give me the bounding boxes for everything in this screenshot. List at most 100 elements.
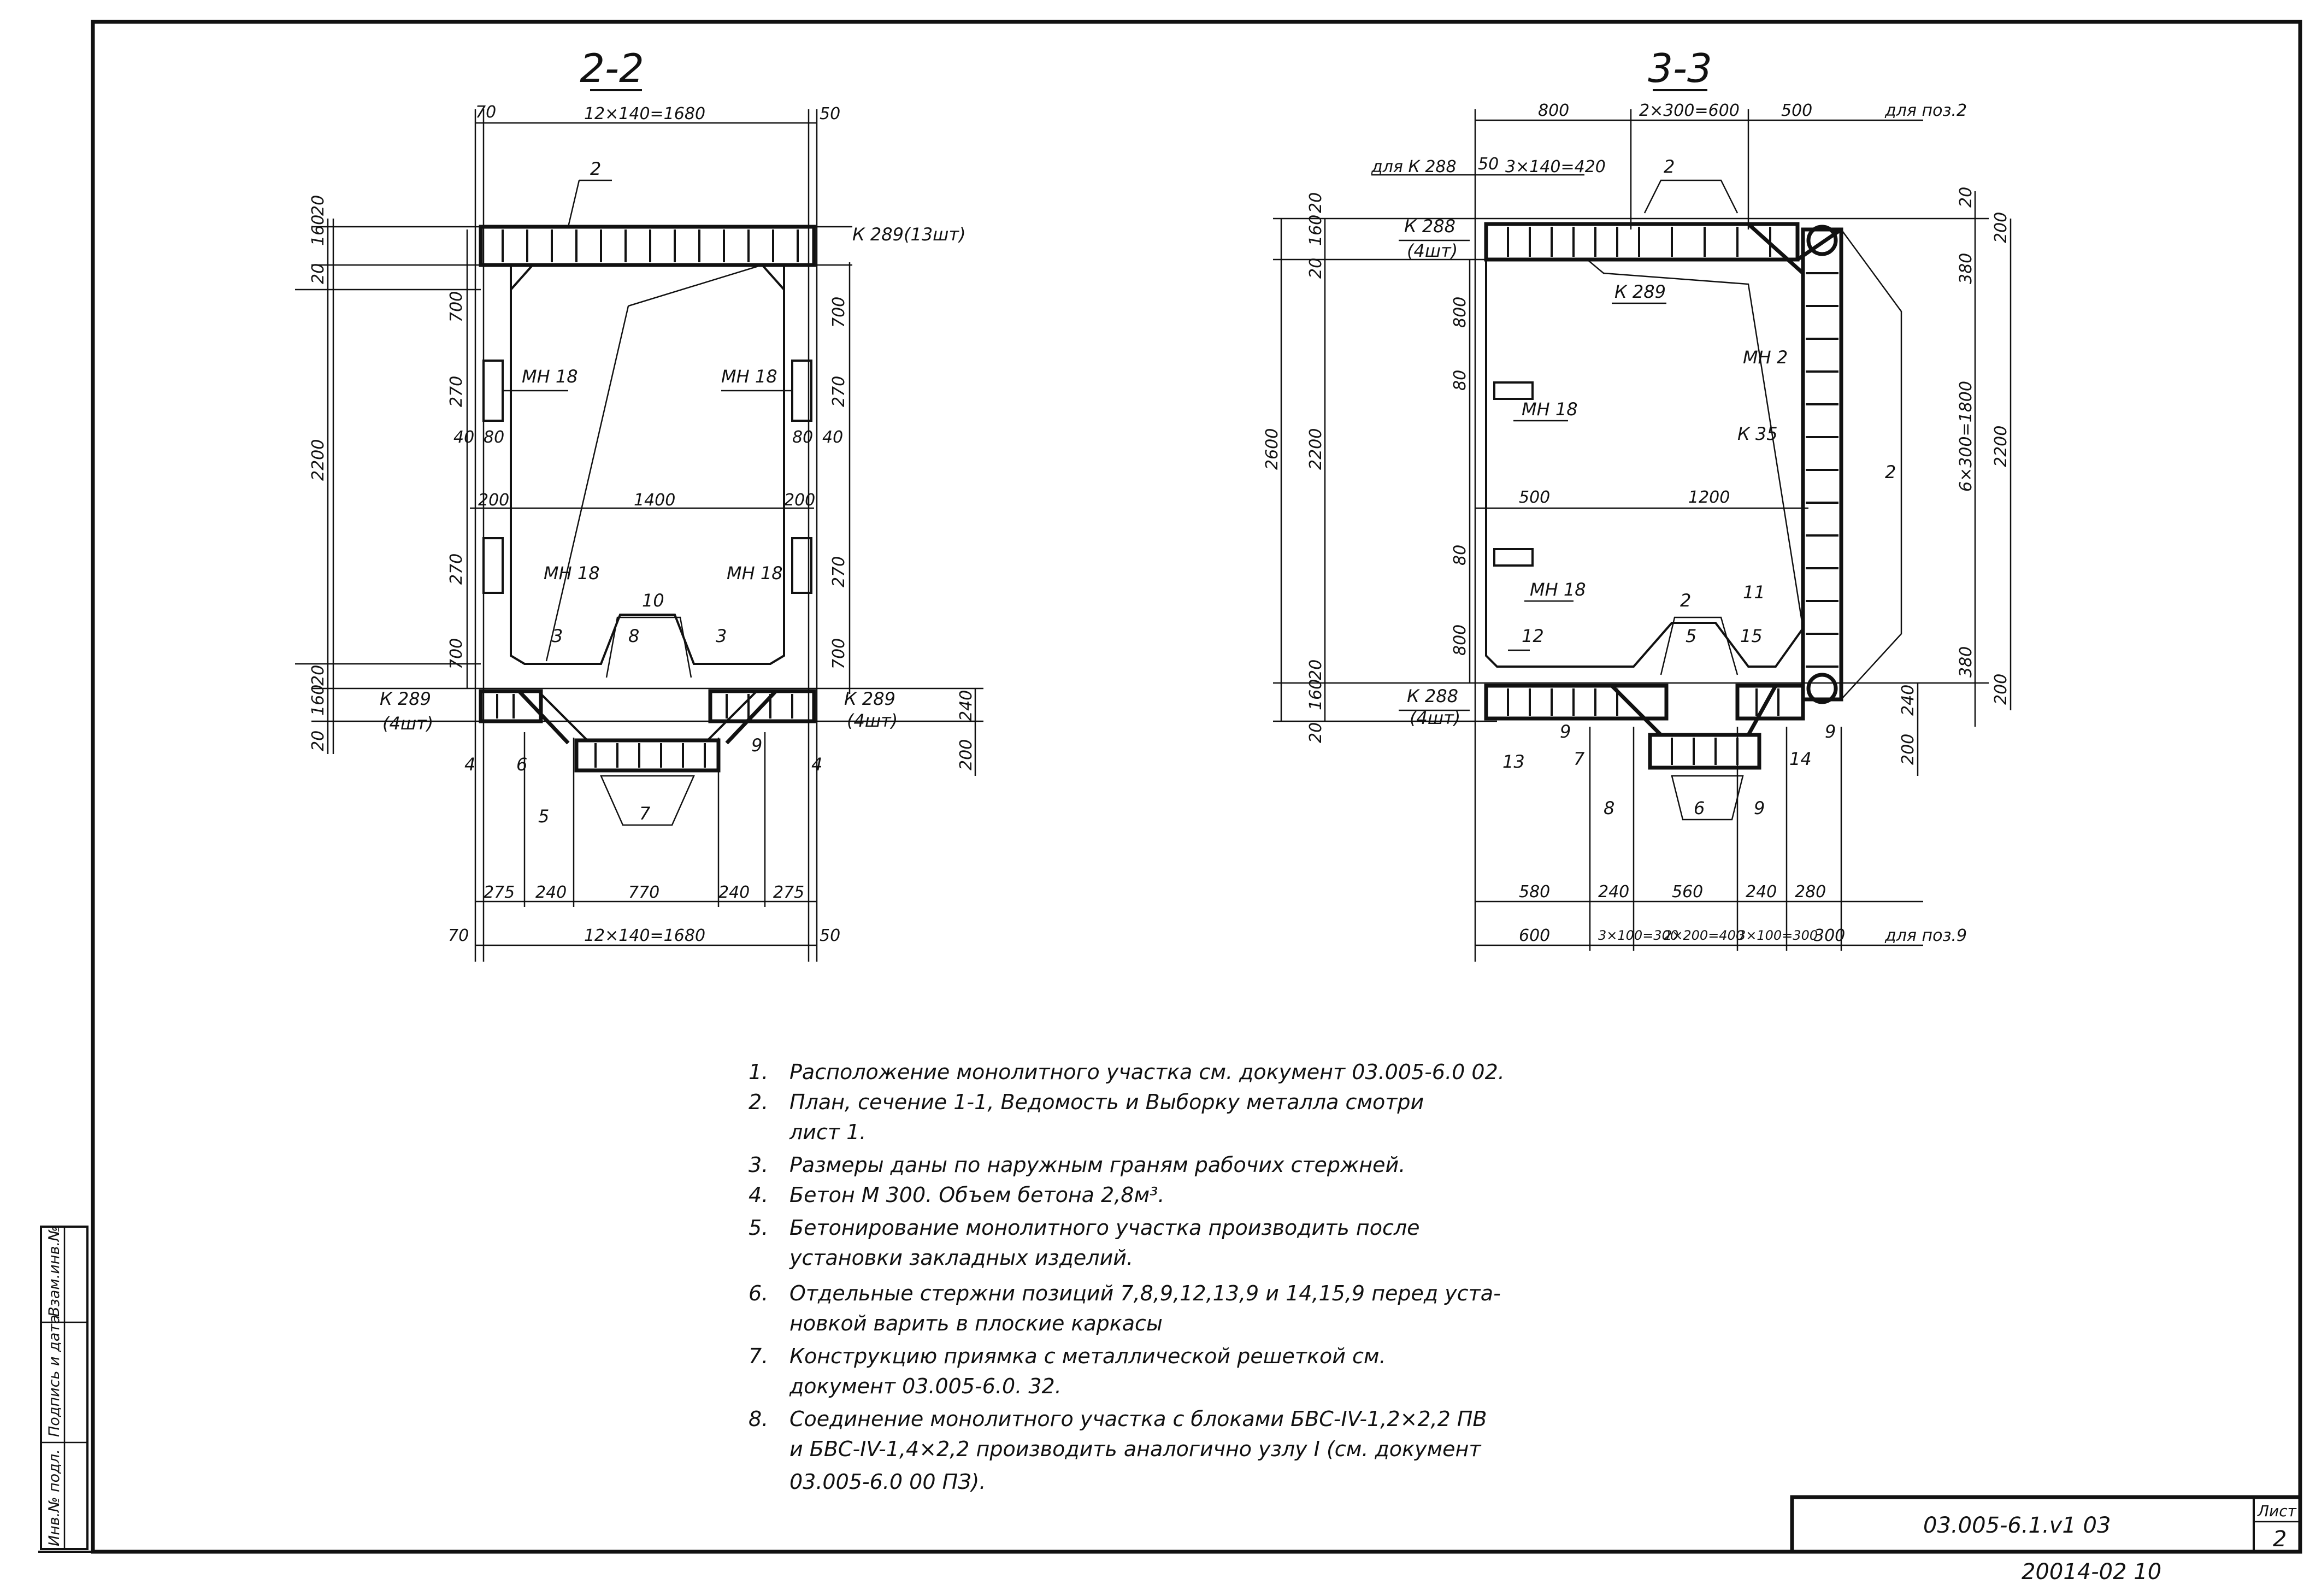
s22-right-dim-4: 270 [829,556,848,587]
s22-left-dim-1: 160 [309,215,328,246]
note-8-num: 8. [749,1407,768,1431]
s33-bottom-row-4: 280 [1795,882,1826,902]
s33-callout-9c: 9 [1754,798,1765,818]
s33-callout-15: 15 [1740,626,1763,646]
note-6-line-1: Отдельные стержни позиций 7,8,9,12,13,9 … [789,1281,1501,1305]
s22-callout-k289-r: К 289 [844,688,895,709]
s33-right-dim-0: 20 [1957,187,1976,208]
side-stamp-sign: Подпись и дата [46,1315,63,1437]
s33-left-dim-7: 80 [1451,545,1470,566]
s22-callout-10: 10 [642,590,664,611]
s33-bottom-row-3: 240 [1746,882,1777,902]
s33-left-dim-8: 800 [1451,625,1470,656]
s22-right-dim-6: 240 [957,690,976,721]
s22-callout-3b: 3 [716,626,727,646]
s33-top-dim-0: 800 [1538,101,1569,120]
s22-callout-4b: 4 [811,754,822,775]
s22-callout-6: 6 [516,754,527,775]
title-block: 03.005-6.1.v1 03 Лист 2 20014-02 10 [1790,1495,2302,1585]
s33-callout-mh18-b: МН 18 [1530,579,1586,600]
note-7-line-2: документ 03.005-6.0. 32. [789,1374,1062,1398]
drawing-code: 03.005-6.1.v1 03 [1923,1513,2111,1538]
s22-callout-4sht-l: (4шт) [382,713,433,734]
note-1-num: 1. [749,1060,768,1084]
s22-right-dim-2: 80 [792,428,813,447]
sheet-label: Лист [2257,1502,2297,1520]
note-6-num: 6. [749,1281,768,1305]
s22-callout-5: 5 [538,806,549,827]
s22-inner-dim-0: 200 [478,491,509,510]
note-3-num: 3. [749,1153,768,1177]
section-2-2-title: 2-2 [580,45,644,91]
s33-bottom-dim-4: 300 [1814,926,1845,945]
s33-right-dim-3: 6×300=1800 [1957,381,1976,492]
s22-left-dim-4: 270 [447,376,466,407]
s22-callout-mh18-d: МН 18 [727,563,783,584]
s22-left-dim-9: 700 [447,638,466,669]
s33-callout-13: 13 [1502,751,1525,772]
s33-bottom-dim-3: 3×100=300 [1737,928,1818,943]
s33-callout-11: 11 [1743,582,1765,603]
note-2-line-2: лист 1. [789,1120,866,1144]
s33-callout-k35: К 35 [1737,423,1778,444]
side-stamp-inv: Инв.№ подл. [46,1449,63,1546]
notes-block: 1. Расположение монолитного участка см. … [749,1060,1505,1494]
s33-left-dim-6: 2200 [1306,428,1325,470]
s22-left-dim-2: 20 [309,263,328,284]
note-1-line-1: Расположение монолитного участка см. док… [789,1060,1505,1084]
note-2-line-1: План, сечение 1-1, Ведомость и Выборку м… [789,1090,1424,1114]
s33-callout-mh2: МН 2 [1743,347,1788,368]
s33-callout-14: 14 [1789,749,1812,769]
s33-left-dim-11: 20 [1306,722,1325,743]
s33-callout-7: 7 [1574,749,1585,769]
s33-callout-k289: К 289 [1614,281,1666,302]
s33-bottom-dim-1: 3×100=300 [1598,928,1678,943]
s22-top-dim-1: 12×140=1680 [584,104,705,123]
s22-bottom-dim-2: 50 [820,926,840,945]
s33-inner-dim-0: 500 [1519,488,1550,507]
s33-right-dim-1: 200 [1991,212,2011,243]
note-4-line-1: Бетон М 300. Объем бетона 2,8м³. [789,1183,1164,1207]
s22-bottom-dim-0: 70 [448,926,469,945]
s33-top-dim-3: для поз.2 [1884,101,1967,120]
s33-callout-12: 12 [1522,626,1544,646]
s22-bottom-dim-1: 12×140=1680 [584,926,705,945]
sheet-frame [91,20,2302,1554]
s33-bottom-dim-0: 600 [1519,926,1550,945]
s22-callout-k289-l: К 289 [380,688,431,709]
s22-callout-8: 8 [628,626,639,646]
s33-top-dim-2: 500 [1781,101,1812,120]
s22-callout-k289-13: К 289(13шт) [852,224,966,245]
s22-right-dim-5: 700 [829,638,848,669]
side-stamp-replace: Взам.инв.№ [46,1226,63,1317]
s33-callout-4sht-bot: (4шт) [1410,708,1460,728]
s33-callout-8: 8 [1604,798,1614,818]
s22-left-dim-11: 160 [309,685,328,716]
s22-callout-4sht-r: (4шт) [847,710,898,731]
s22-left-dim-12: 20 [309,731,328,751]
note-2-num: 2. [749,1090,768,1114]
s33-callout-k288-bot: К 288 [1407,686,1458,706]
s33-left-dim-0: 20 [1306,192,1325,213]
s22-callout-mh18-c: МН 18 [544,563,600,584]
s33-sub-dim-0: для К 288 [1371,157,1457,176]
s33-left-dim-5: 2600 [1263,428,1282,470]
s33-bottom-row-1: 240 [1598,882,1629,902]
s22-inner-dim-2: 200 [784,491,815,510]
s22-bottom-row-1: 240 [535,883,567,902]
s33-callout-5: 5 [1686,626,1696,646]
s33-callout-k288-top: К 288 [1404,216,1455,237]
s33-left-dim-4: 80 [1451,370,1470,391]
s33-callout-9a: 9 [1560,721,1571,742]
s33-sub-dim-1: 50 [1478,155,1499,174]
s22-left-dim-3: 700 [447,291,466,322]
s22-top-dim-2: 50 [820,104,840,123]
s33-callout-2-top: 2 [1664,156,1675,177]
s22-callout-mh18-a: МН 18 [522,366,578,387]
note-8-line-3: 03.005-6.0 00 ПЗ). [789,1470,986,1494]
s33-right-dim-5: 380 [1957,646,1976,678]
s22-inner-dim-1: 1400 [634,491,675,510]
s33-callout-2-right: 2 [1885,462,1896,482]
s22-left-dim-10: 20 [309,665,328,686]
